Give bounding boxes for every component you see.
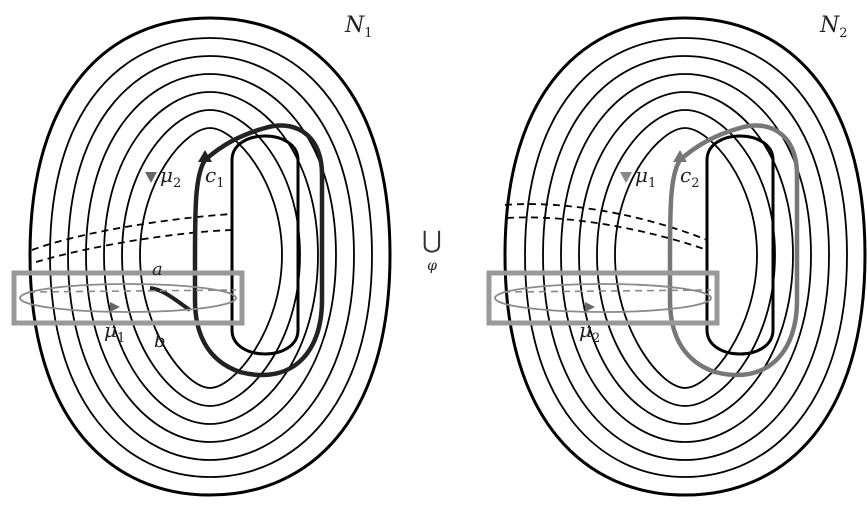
- point-b: b: [154, 331, 166, 352]
- mu2-bottom-arrow: [585, 302, 595, 312]
- right-dashed-handle: [504, 203, 708, 251]
- gluing-map-label: φ: [427, 258, 437, 274]
- left-curve-label: c1: [205, 163, 224, 191]
- left-gray-box: [11, 270, 245, 326]
- c2-arrow: [673, 150, 687, 162]
- union-symbol: ⋃: [422, 226, 442, 254]
- right-curve-label: c2: [680, 163, 699, 191]
- left-meridian: [19, 283, 237, 313]
- point-a: a: [152, 259, 163, 280]
- mu2-arrow: [145, 172, 157, 183]
- left-mu-top: μ2: [160, 163, 181, 191]
- left-solid-torus: N1 μ2 c1 μ1 a b: [11, 13, 392, 497]
- left-title: N1: [344, 13, 373, 41]
- right-gray-box: [486, 270, 720, 326]
- right-nested-loops: [503, 16, 867, 497]
- right-title: N2: [819, 13, 848, 41]
- right-meridian-dash: [502, 289, 712, 293]
- right-mu-bottom: μ2: [579, 318, 600, 346]
- left-dashed-handle: [31, 213, 233, 263]
- left-mu-bottom: μ1: [104, 318, 125, 346]
- inner-hole: [230, 134, 300, 356]
- curve-c1: [192, 123, 325, 378]
- right-solid-torus: N2 μ1 c2 μ2: [486, 13, 867, 497]
- mu1-top-arrow: [620, 172, 632, 183]
- right-meridian: [494, 283, 712, 313]
- outer-boundary: [28, 16, 392, 497]
- curve-c2: [667, 123, 800, 378]
- left-meridian-dash: [27, 289, 237, 293]
- mu1-arrow: [110, 302, 120, 312]
- c1-arrow: [198, 150, 212, 162]
- outer-boundary: [503, 16, 867, 497]
- left-crossing-strand: [149, 286, 192, 312]
- right-mu-top: μ1: [635, 163, 656, 191]
- inner-hole: [705, 134, 775, 356]
- left-nested-loops: [28, 16, 392, 497]
